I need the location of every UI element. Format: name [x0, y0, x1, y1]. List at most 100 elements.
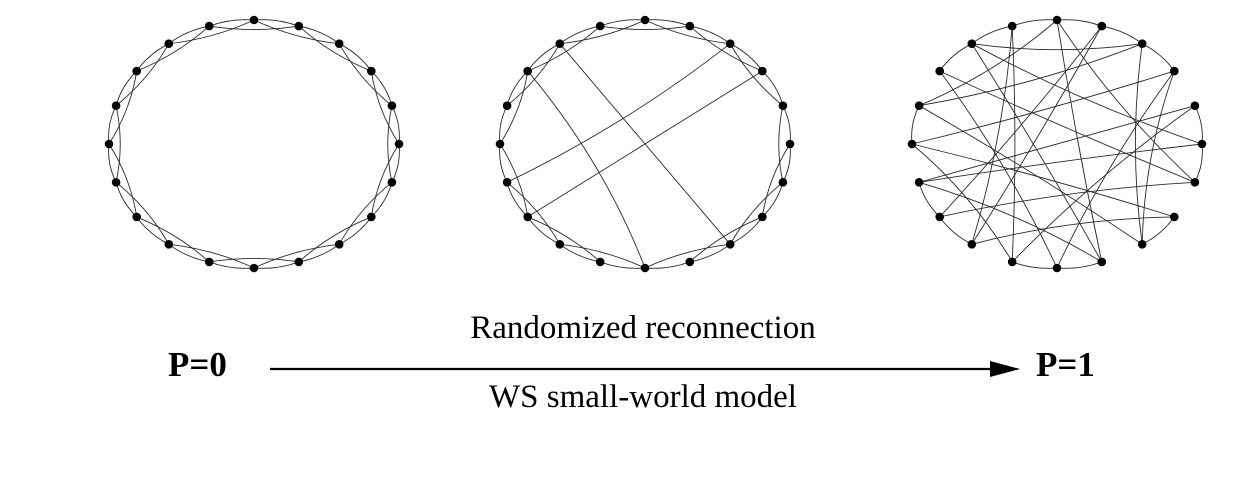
network-edge	[918, 105, 1143, 245]
network-node	[725, 240, 735, 249]
network-edge	[298, 25, 372, 72]
network-node	[111, 101, 121, 110]
network-edge	[338, 181, 393, 245]
network-node	[334, 240, 344, 249]
network-edge	[1011, 105, 1196, 263]
network-edge	[387, 105, 393, 183]
network-node	[758, 212, 767, 222]
network-edge	[1134, 43, 1143, 245]
network-edge	[1101, 25, 1143, 45]
network-edge	[939, 43, 973, 72]
network-node	[387, 101, 397, 110]
network-edge	[527, 43, 561, 72]
network-edge	[108, 143, 138, 217]
network-node	[249, 15, 259, 25]
network-edge	[1056, 19, 1196, 183]
network-edge	[918, 181, 1103, 263]
network-node	[294, 21, 304, 31]
network-edge	[1141, 43, 1175, 72]
network-node	[1170, 212, 1179, 222]
random-network	[907, 15, 1207, 273]
network-edge	[761, 70, 784, 106]
network-node	[907, 139, 917, 149]
network-edge	[370, 71, 400, 145]
network-node	[387, 178, 397, 187]
network-node	[555, 39, 565, 48]
network-node	[1190, 101, 1200, 110]
network-edge	[782, 105, 791, 145]
network-node	[132, 66, 141, 76]
network-edge	[253, 19, 340, 45]
network-node	[967, 39, 977, 48]
network-edge	[338, 216, 372, 245]
network-edge	[559, 19, 646, 45]
network-edge	[971, 43, 1143, 51]
network-edge	[1056, 70, 1175, 269]
network-edge	[370, 143, 400, 217]
network-node	[502, 178, 512, 187]
network-node	[294, 257, 304, 267]
network-node	[1007, 21, 1017, 31]
network-edge	[911, 105, 920, 145]
network-node	[334, 39, 344, 48]
network-node	[394, 139, 404, 149]
network-edge	[1011, 26, 1016, 262]
network-node	[367, 212, 376, 222]
network-edge	[338, 43, 372, 72]
network-edge	[729, 216, 763, 245]
network-edge	[253, 243, 340, 269]
network-edge	[939, 25, 1103, 218]
network-edge	[689, 25, 763, 72]
network-node	[1170, 66, 1179, 76]
network-edge	[761, 143, 791, 217]
network-node	[1190, 178, 1200, 187]
network-node	[685, 257, 695, 267]
network-edge	[971, 43, 1203, 145]
network-node	[204, 257, 214, 267]
p-zero-label: P=0	[168, 345, 227, 384]
network-node	[204, 21, 214, 31]
network-node	[132, 212, 141, 222]
network-node	[495, 139, 505, 149]
network-node	[595, 21, 605, 31]
network-edge	[499, 143, 529, 217]
network-node	[1097, 21, 1107, 31]
network-edge	[209, 25, 299, 31]
network-node	[104, 139, 114, 149]
regular-ring-network	[104, 15, 404, 273]
network-edge	[971, 25, 1103, 245]
network-node	[778, 178, 788, 187]
network-node	[967, 240, 977, 249]
network-edge	[971, 216, 1175, 245]
network-edge	[559, 243, 646, 269]
network-node	[1097, 257, 1107, 267]
network-edge	[918, 105, 1196, 183]
network-node	[595, 257, 605, 267]
network-edge	[1194, 105, 1203, 145]
network-node	[111, 178, 121, 187]
network-edge	[911, 70, 1175, 145]
network-edge	[1056, 19, 1102, 27]
network-edge	[338, 43, 393, 107]
p-one-label: P=1	[1036, 345, 1095, 384]
network-edge	[209, 257, 299, 263]
network-edge	[115, 43, 170, 107]
network-edge	[527, 216, 561, 245]
network-edge	[939, 70, 1196, 183]
network-node	[725, 39, 735, 48]
network-node	[164, 240, 174, 249]
network-node	[935, 212, 944, 222]
network-edge	[1141, 70, 1175, 245]
network-edge	[1012, 261, 1058, 269]
network-edge	[298, 216, 372, 263]
network-edge	[644, 19, 731, 45]
network-edge	[939, 216, 973, 245]
network-node	[1197, 139, 1207, 149]
network-edge	[115, 181, 170, 245]
network-node	[523, 212, 532, 222]
network-edge	[108, 71, 138, 145]
network-node	[1007, 257, 1017, 267]
network-edge	[115, 105, 121, 183]
randomized-reconnection-caption: Randomized reconnection	[470, 310, 815, 346]
